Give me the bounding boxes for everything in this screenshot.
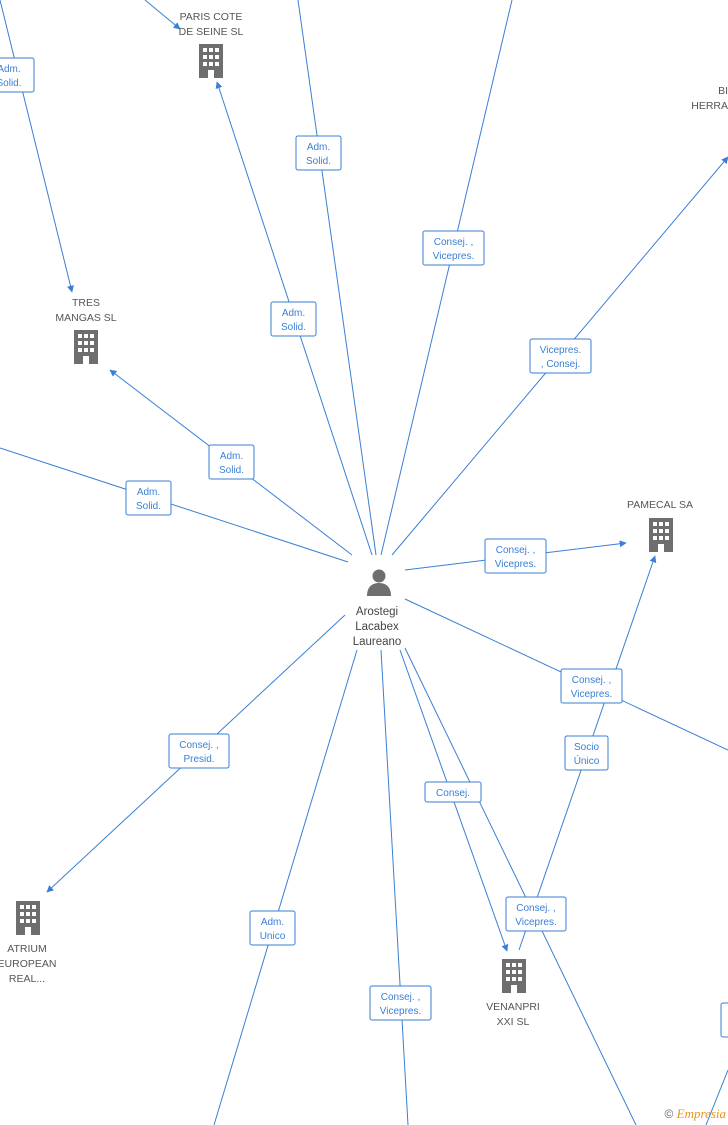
svg-text:EUROPEAN: EUROPEAN [0,958,56,970]
building-icon [502,959,526,993]
svg-text:Vicepres.: Vicepres. [380,1006,422,1017]
company-node-paris[interactable]: PARIS COTE DE SEINE SL [179,11,244,78]
building-icon [74,330,98,364]
svg-text:XXI SL: XXI SL [497,1016,530,1028]
svg-text:Adm.: Adm. [220,451,243,462]
relation-labels: Adm. Solid. Adm. Solid. Consej. , Vicepr… [0,57,728,1038]
svg-text:Unico: Unico [260,931,286,942]
svg-text:Consej. ,: Consej. , [516,903,555,914]
relation-label[interactable]: Consej. , Vicepres. [505,896,567,932]
relation-label[interactable]: Adm. Solid. [270,301,317,337]
svg-text:Vicepres.: Vicepres. [571,689,613,700]
svg-text:Vicepres.: Vicepres. [433,251,475,262]
svg-text:PAMECAL SA: PAMECAL SA [627,499,693,511]
svg-text:, Consej.: , Consej. [541,359,580,370]
relation-label[interactable]: Consej. , Vicepres. [560,668,623,704]
edge-center-down [380,649,409,1125]
svg-text:Adm.: Adm. [307,142,330,153]
edge-center-left [0,447,349,563]
svg-text:Consej. ,: Consej. , [434,237,473,248]
relation-label[interactable]: Consej. , Vicepres. [369,985,432,1021]
svg-text:Vicepres.: Vicepres. [540,345,582,356]
svg-text:Adm.: Adm. [0,64,21,75]
svg-text:TRES: TRES [72,297,100,309]
svg-text:Consej. ,: Consej. , [572,675,611,686]
svg-text:BI: BI [718,85,728,97]
building-icon [649,518,673,552]
relation-label[interactable]: Consej. [424,781,482,803]
person-icon [367,569,391,596]
svg-text:Solid.: Solid. [136,501,161,512]
svg-text:Solid.: Solid. [281,322,306,333]
brand-logo-text: Empresia [676,1106,726,1121]
edge-bottom-right [705,1069,728,1125]
svg-text:Adm.: Adm. [261,917,284,928]
copyright-symbol: © [664,1107,674,1121]
svg-text:MANGAS SL: MANGAS SL [55,312,116,324]
svg-text:Socio: Socio [574,742,599,753]
svg-text:PARIS COTE: PARIS COTE [180,11,243,23]
building-icon [16,901,40,935]
svg-text:Único: Único [574,754,600,767]
building-icon [199,44,223,78]
relation-label[interactable]: Vicepres. , Consej. [529,338,592,374]
svg-text:DE SEINE SL: DE SEINE SL [179,26,244,38]
edge-center-up-2 [380,0,513,556]
svg-text:Consej.: Consej. [436,788,470,799]
svg-text:Consej. ,: Consej. , [381,992,420,1003]
relation-label[interactable]: Adm. Solid. [295,135,342,171]
edge-top-to-paris [144,0,181,30]
svg-text:VENANPRI: VENANPRI [486,1001,540,1013]
svg-text:Adm.: Adm. [282,308,305,319]
svg-text:Solid.: Solid. [219,465,244,476]
svg-text:Adm.: Adm. [137,487,160,498]
relation-label[interactable]: Socio Único [564,735,609,771]
svg-text:Vicepres.: Vicepres. [515,917,557,928]
svg-text:Consej. ,: Consej. , [179,740,218,751]
watermark: © Empresia [664,1106,726,1122]
svg-text:ATRIUM: ATRIUM [7,943,46,955]
edge-center-up-1 [297,0,377,556]
edge-center-down-right [404,647,637,1125]
company-node-atrium[interactable]: ATRIUM EUROPEAN REAL... [0,901,56,985]
relation-label[interactable]: Consej. , Vicepres. [422,230,485,266]
svg-text:Solid.: Solid. [0,78,22,89]
person-node-center[interactable]: Arostegi Lacabex Laureano [353,569,402,649]
svg-text:Lacabex: Lacabex [355,621,399,633]
relation-label[interactable]: Adm. Solid. [125,480,172,516]
svg-text:REAL...: REAL... [9,973,45,985]
company-node-herra[interactable]: BI HERRA [691,85,728,112]
relation-label[interactable]: Consej. , Vicepres. [484,538,547,574]
company-node-venanpri[interactable]: VENANPRI XXI SL [486,959,540,1028]
edge-left-to-tres [0,0,74,293]
company-node-pamecal[interactable]: PAMECAL SA [627,499,693,552]
relation-label[interactable]: Adm. Unico [249,910,296,946]
edge-center-down-left [213,649,358,1125]
svg-text:Presid.: Presid. [183,754,214,765]
svg-text:Laureano: Laureano [353,636,402,648]
svg-text:Solid.: Solid. [306,156,331,167]
relation-label[interactable]: Adm. Solid. [0,57,35,93]
relation-label[interactable]: Consej. , Presid. [168,733,230,769]
svg-text:Vicepres.: Vicepres. [495,559,537,570]
svg-text:HERRA: HERRA [691,100,728,112]
svg-text:Arostegi: Arostegi [356,606,398,618]
relation-label-partial[interactable] [720,1002,728,1038]
company-node-tres[interactable]: TRES MANGAS SL [55,297,117,364]
svg-text:Consej. ,: Consej. , [496,545,535,556]
relation-label[interactable]: Adm. Solid. [208,444,255,480]
